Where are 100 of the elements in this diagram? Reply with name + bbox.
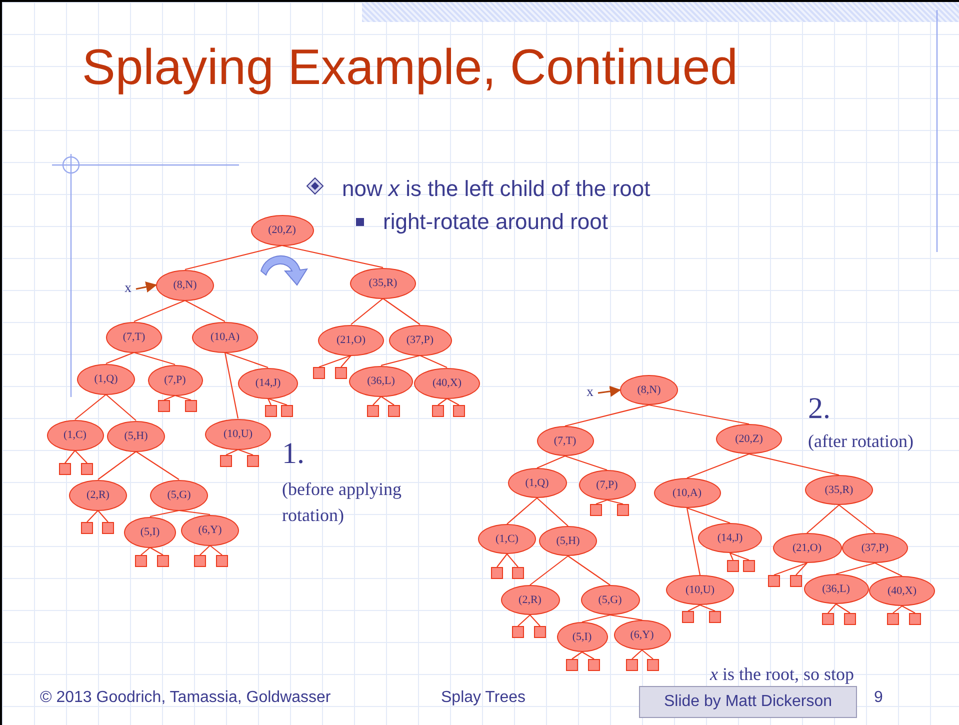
tree-edge (774, 562, 808, 576)
tree-edge (98, 451, 136, 480)
leaf-square (158, 400, 170, 412)
tree-edge (86, 510, 98, 522)
tree-edge (226, 449, 238, 456)
tree-edge (184, 244, 282, 270)
tree-edge (210, 545, 222, 556)
tree-edge (174, 394, 192, 401)
leaf-square (102, 522, 114, 534)
tree-edge (564, 404, 650, 427)
tree-node: (20,Z) (716, 424, 782, 454)
tree-edge (98, 510, 108, 522)
annotation-text: x is the root, so stop (710, 663, 854, 686)
leaf-square (491, 567, 503, 579)
tree-edge (700, 604, 716, 612)
leaf-square (157, 555, 169, 567)
tree-edge (838, 504, 876, 534)
tree-edge (184, 300, 226, 322)
tree-edge (686, 453, 750, 479)
tree-edge (372, 396, 382, 406)
tree-node: (7,T) (106, 322, 162, 352)
leaf-square (566, 659, 578, 671)
tree-node: (6,Y) (181, 514, 239, 546)
tree-node: (36,L) (804, 574, 868, 604)
leaf-square (727, 560, 739, 572)
tree-node: (5,H) (107, 420, 165, 452)
tree-edge (506, 498, 538, 524)
tree-edge (134, 300, 186, 322)
tree-edge (64, 450, 76, 464)
leaf-square (335, 367, 347, 379)
annotation-text: 2. (808, 394, 830, 424)
leaf-square (822, 613, 834, 625)
leaf-square (185, 400, 197, 412)
tree-node: (7,T) (536, 426, 594, 456)
tree-edge (518, 614, 530, 626)
leaf-square (265, 405, 277, 417)
tree-node: (8,N) (156, 270, 214, 300)
tree-edge (380, 354, 420, 366)
tree-node: (5,I) (556, 622, 608, 652)
tree-edge (686, 508, 701, 576)
tree-node: (40,X) (414, 368, 480, 398)
annotation-text: (before applying rotation) (282, 478, 402, 527)
tree-edge (506, 554, 518, 568)
leaf-square (790, 575, 802, 587)
pointer-label: x (122, 281, 134, 297)
tree-edge (150, 547, 164, 556)
leaf-square (59, 463, 71, 475)
tree-node: (1,C) (478, 524, 536, 554)
tree-node: (6,Y) (614, 620, 670, 650)
leaf-square (743, 560, 755, 572)
tree-edge (836, 604, 850, 614)
tree-edge (140, 547, 150, 556)
tree-node: (37,P) (842, 533, 908, 563)
tree-node: (2,R) (500, 585, 560, 615)
tree-node: (14,J) (698, 523, 762, 553)
tree-edge (496, 554, 508, 568)
annotation-text: (after rotation) (808, 430, 914, 453)
tree-edge (200, 545, 210, 556)
tree-node: (37,P) (388, 324, 452, 356)
tree-node: (36,L) (349, 366, 413, 396)
leaf-square (313, 367, 325, 379)
tree-edge (572, 652, 582, 660)
bullet-text: right-rotate around root (383, 208, 608, 236)
slide-title: Splaying Example, Continued (82, 42, 738, 92)
arrow (136, 281, 158, 292)
tree-edge (530, 614, 540, 626)
tree-edge (606, 499, 624, 505)
leaf-square (512, 567, 524, 579)
footer-text: 9 (874, 688, 883, 708)
pointer-label: x (584, 385, 596, 401)
tree-edge (420, 355, 448, 368)
tree-edge (340, 355, 352, 368)
tree-edge (178, 510, 210, 516)
leaf-square (647, 659, 659, 671)
annotation-text: 1. (282, 439, 304, 469)
leaf-square (768, 575, 780, 587)
leaf-square (220, 455, 232, 467)
tree-node: (5,G) (580, 585, 640, 615)
tree-edge (438, 398, 448, 406)
tree-node: (10,A) (192, 322, 258, 352)
tree-edge (828, 604, 836, 614)
leaf-square (909, 613, 921, 625)
tree-node: (14,J) (238, 368, 298, 398)
leaf-square (887, 613, 899, 625)
tree-edge (134, 352, 176, 366)
tree-node: (8,N) (620, 375, 678, 405)
tree-edge (582, 614, 610, 623)
leaf-square (682, 611, 694, 623)
footer-text: Splay Trees (441, 688, 526, 708)
tree-edge (282, 244, 384, 268)
tree-edge (564, 455, 608, 471)
tree-node: (1,C) (46, 420, 104, 450)
tree-edge (730, 552, 750, 561)
tree-node: (5,H) (539, 526, 597, 556)
tree-edge (446, 398, 460, 406)
tree-node: (40,X) (869, 576, 935, 606)
tree-edge (224, 352, 239, 419)
tree-edge (582, 652, 594, 660)
tree-edge (136, 451, 180, 480)
tree-edge (350, 298, 384, 325)
